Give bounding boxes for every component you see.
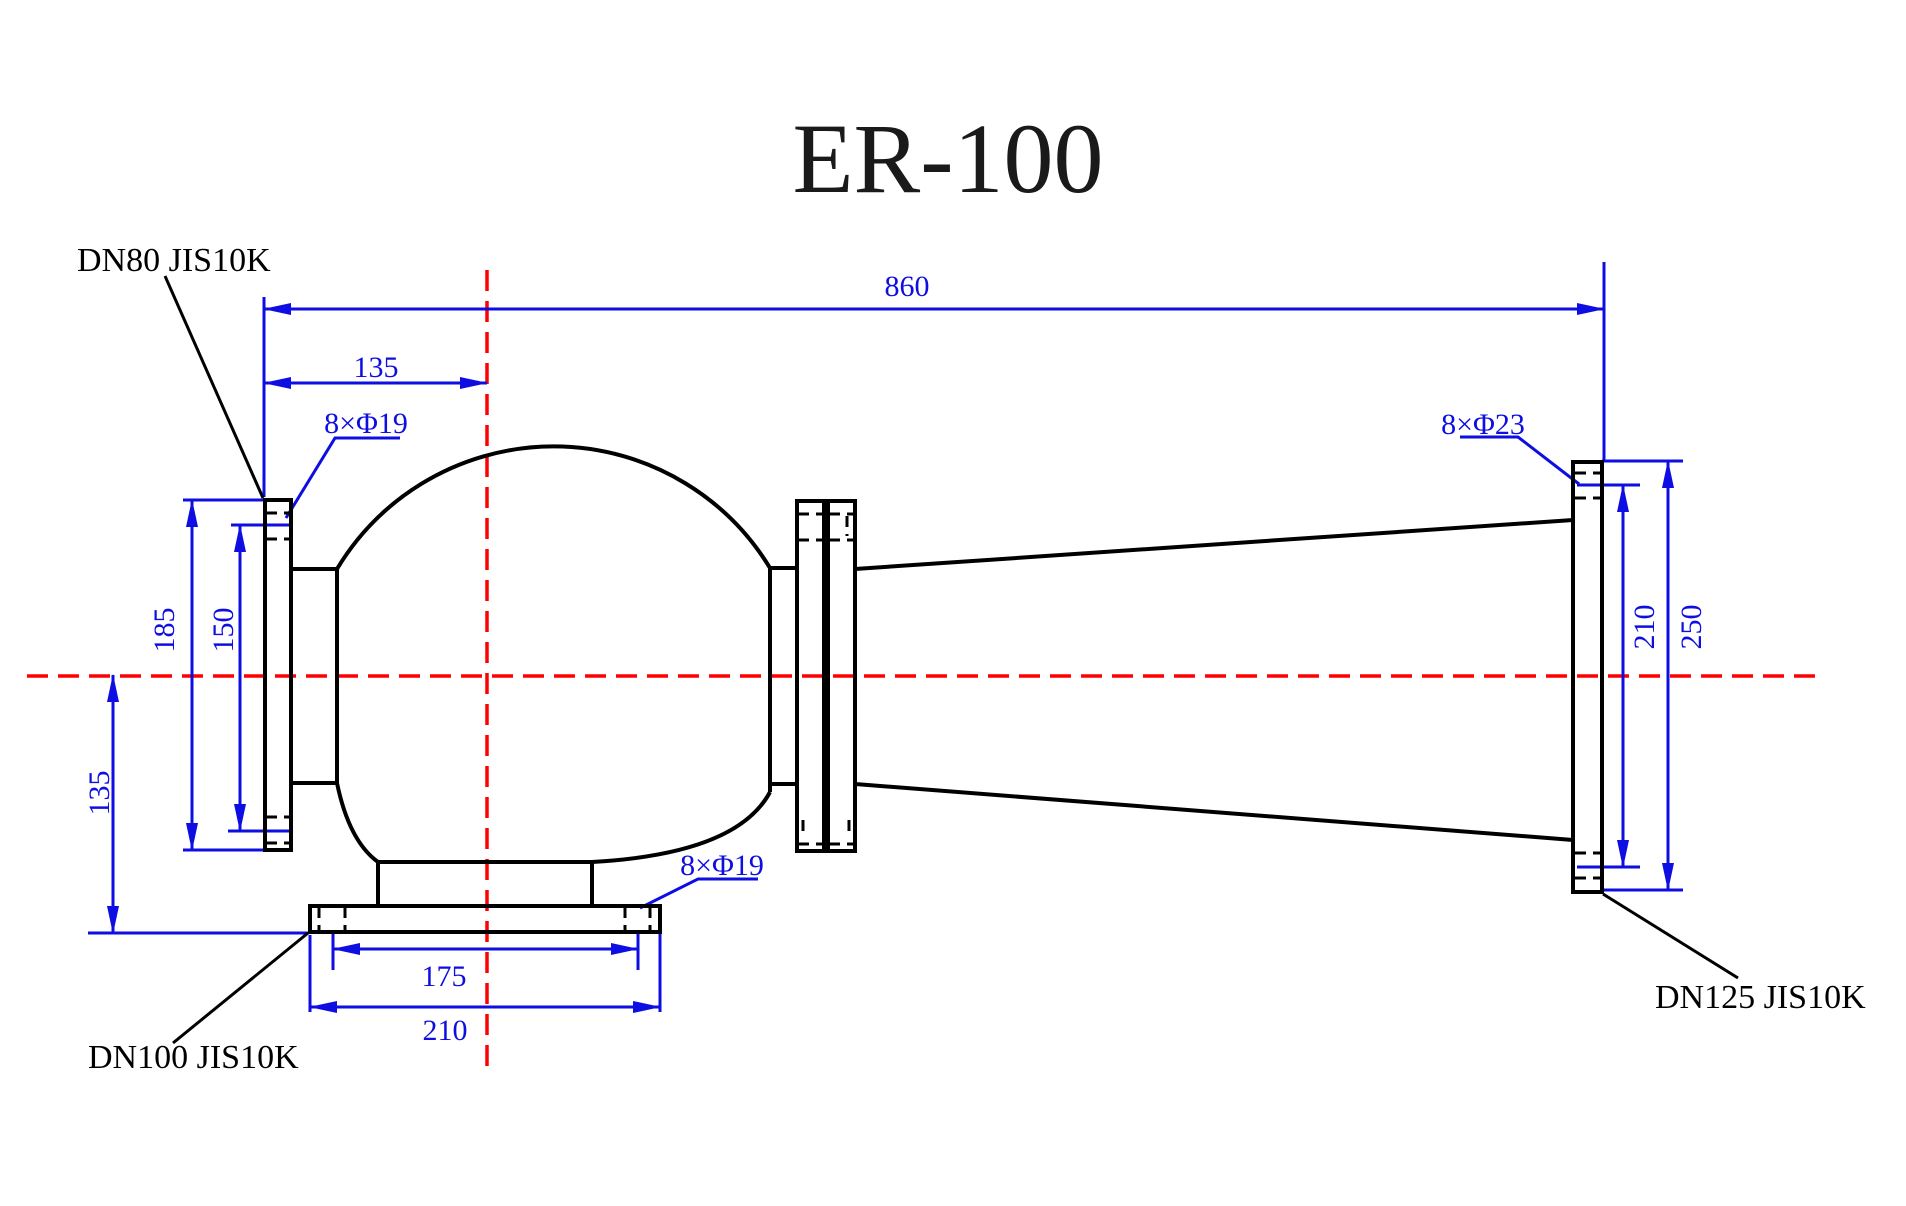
bottom-flange — [308, 904, 662, 934]
dim-text-135-left: 135 — [83, 771, 116, 816]
left-flange — [263, 498, 293, 852]
callout-left-bolt-holes: 8×Φ19 — [324, 407, 408, 440]
body-bottom-left-curve — [335, 782, 380, 864]
drawing-title: ER-100 — [792, 103, 1103, 214]
diffuser-cone-top — [854, 518, 1574, 571]
dim-text-135-top: 135 — [354, 351, 399, 384]
leader-dn100 — [172, 931, 309, 1045]
leader-dn125 — [1602, 892, 1739, 980]
dim-text-250-right: 250 — [1675, 605, 1708, 650]
leader-bolt-holes-left — [284, 436, 400, 519]
diffuser-cone-bottom — [854, 782, 1574, 842]
dim-text-860: 860 — [885, 270, 930, 303]
right-flange — [1571, 460, 1604, 894]
dim-text-150: 150 — [207, 608, 240, 653]
leader-dn80 — [163, 275, 265, 499]
centerlines — [27, 270, 1822, 1075]
drawing-texts: ER-100 DN80 JIS10K DN100 JIS10K DN125 JI… — [77, 103, 1866, 1076]
body-outline — [335, 444, 772, 792]
dim-text-210-bottom: 210 — [423, 1014, 468, 1047]
dim-text-185: 185 — [148, 608, 181, 653]
label-right-flange: DN125 JIS10K — [1655, 979, 1866, 1016]
bolt-hole-dashes — [266, 471, 1600, 931]
dimension-graphics — [88, 262, 1683, 1013]
label-bottom-flange: DN100 JIS10K — [88, 1039, 299, 1076]
body-bottom-right-curve — [591, 791, 772, 864]
callout-bottom-bolt-holes: 8×Φ19 — [680, 849, 764, 882]
leader-bolt-holes-bottom — [639, 877, 758, 910]
middle-flange-left — [795, 499, 826, 853]
part-outline — [163, 275, 1739, 1045]
dim-text-210-right: 210 — [1628, 605, 1661, 650]
middle-flange-right — [826, 499, 857, 853]
callout-right-bolt-holes: 8×Φ23 — [1441, 408, 1525, 441]
dim-text-175: 175 — [422, 960, 467, 993]
leader-bolt-holes-right — [1460, 435, 1580, 486]
label-left-flange: DN80 JIS10K — [77, 242, 271, 279]
